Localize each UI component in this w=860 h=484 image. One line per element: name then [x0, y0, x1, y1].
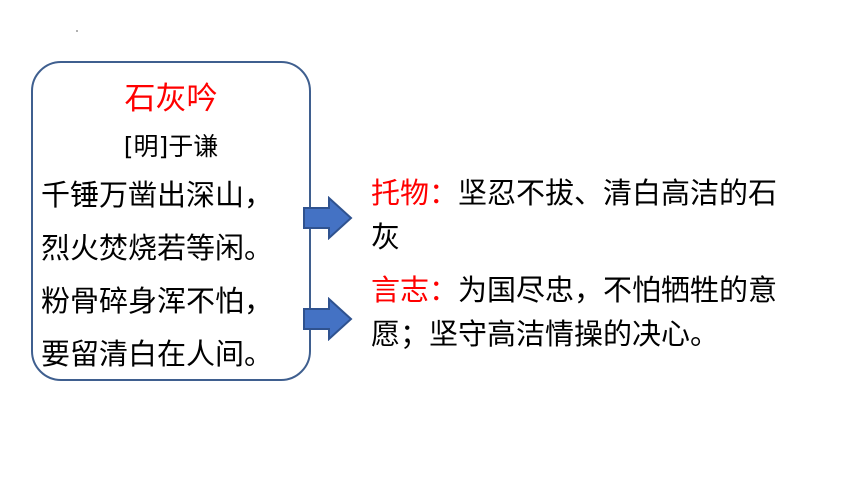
poem-line: 粉骨碎身浑不怕， — [41, 284, 274, 318]
note-metaphor: 托物：坚忍不拔、清白高洁的石灰 — [371, 171, 791, 259]
poem-line: 烈火焚烧若等闲。 — [41, 231, 274, 265]
right-arrow-icon — [303, 297, 353, 341]
decorative-dot — [76, 30, 78, 32]
poem-lines: 千锤万凿出深山， 烈火焚烧若等闲。 粉骨碎身浑不怕， 要留清白在人间。 — [41, 175, 311, 387]
note-text: 为国尽忠，不怕牺牲的意愿；坚守高洁情操的决心。 — [371, 273, 778, 351]
note-key: 托物： — [371, 176, 459, 210]
poem-box: 石灰吟 [明]于谦 千锤万凿出深山， 烈火焚烧若等闲。 粉骨碎身浑不怕， 要留清… — [31, 61, 311, 381]
poem-title: 石灰吟 — [124, 81, 218, 117]
right-arrow-icon — [303, 196, 353, 240]
note-aspiration: 言志：为国尽忠，不怕牺牲的意愿；坚守高洁情操的决心。 — [371, 268, 791, 356]
note-key: 言志： — [371, 273, 459, 307]
poem-author: [明]于谦 — [123, 132, 219, 161]
note-text: 坚忍不拔、清白高洁的石灰 — [371, 176, 778, 254]
poem-line: 千锤万凿出深山， — [41, 178, 274, 212]
poem-line: 要留清白在人间。 — [41, 337, 274, 371]
